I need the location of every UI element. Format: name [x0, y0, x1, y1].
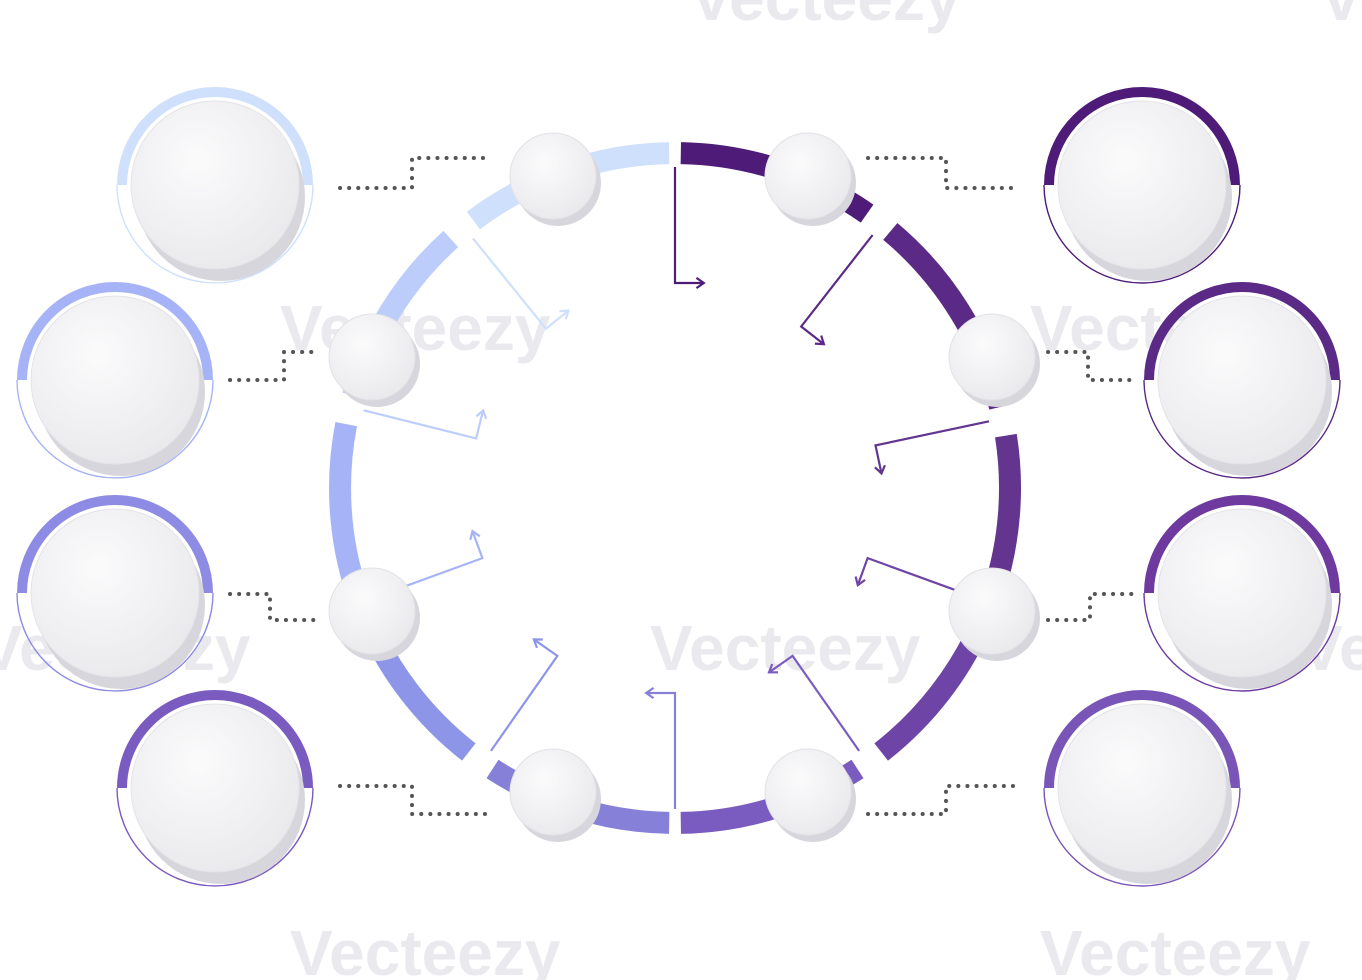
- ring-nodes: [328, 132, 1040, 842]
- arrow-2: [799, 234, 874, 346]
- arrow-5: [767, 654, 861, 752]
- outer-circle-top-left: [116, 87, 314, 284]
- outer-circle-bottom-right: [1043, 690, 1241, 887]
- outer-circles: [16, 87, 1341, 887]
- watermark-text: Vecteezy: [1320, 0, 1362, 34]
- dotted-connector-1: [338, 156, 494, 190]
- dotted-connector-3: [228, 592, 317, 622]
- dotted-connector-4: [338, 784, 494, 816]
- dotted-connectors: [228, 156, 1134, 816]
- ring-node-2: [764, 132, 856, 226]
- watermark-text: Vecteezy: [290, 917, 561, 980]
- arrow-6: [644, 686, 677, 809]
- ring-segment-8: [329, 422, 367, 595]
- arrow-10: [472, 237, 570, 331]
- ring-node-3: [328, 313, 420, 407]
- arrow-3: [874, 420, 990, 476]
- outer-circle-upper-left: [16, 282, 214, 479]
- arrow-7: [489, 638, 559, 752]
- ring-arrows: [363, 167, 990, 809]
- dotted-connector-5: [866, 156, 1022, 190]
- arrow-9: [363, 408, 488, 440]
- outer-circle-lower-right: [1143, 495, 1341, 692]
- arrow-4: [854, 556, 977, 599]
- ring-node-8: [764, 748, 856, 842]
- outer-circle-lower-left: [16, 495, 214, 692]
- outer-circle-upper-right: [1143, 282, 1341, 479]
- watermark-text: Vecteezy: [690, 0, 961, 34]
- watermark-text: Vecteezy: [650, 612, 921, 684]
- dotted-connector-8: [866, 784, 1022, 816]
- dotted-connector-7: [1046, 592, 1134, 622]
- ring-node-4: [948, 313, 1040, 407]
- dotted-connector-2: [228, 350, 320, 382]
- arrow-8: [373, 529, 484, 599]
- ring-node-5: [328, 567, 420, 661]
- ring-node-6: [948, 567, 1040, 661]
- outer-circle-bottom-left: [116, 690, 314, 887]
- outer-circle-top-right: [1043, 87, 1241, 284]
- ring-node-1: [509, 132, 601, 226]
- ring-node-7: [509, 748, 601, 842]
- dotted-connector-6: [1046, 350, 1134, 382]
- watermark-text: Vecteezy: [1040, 917, 1311, 980]
- arrow-1: [673, 167, 706, 290]
